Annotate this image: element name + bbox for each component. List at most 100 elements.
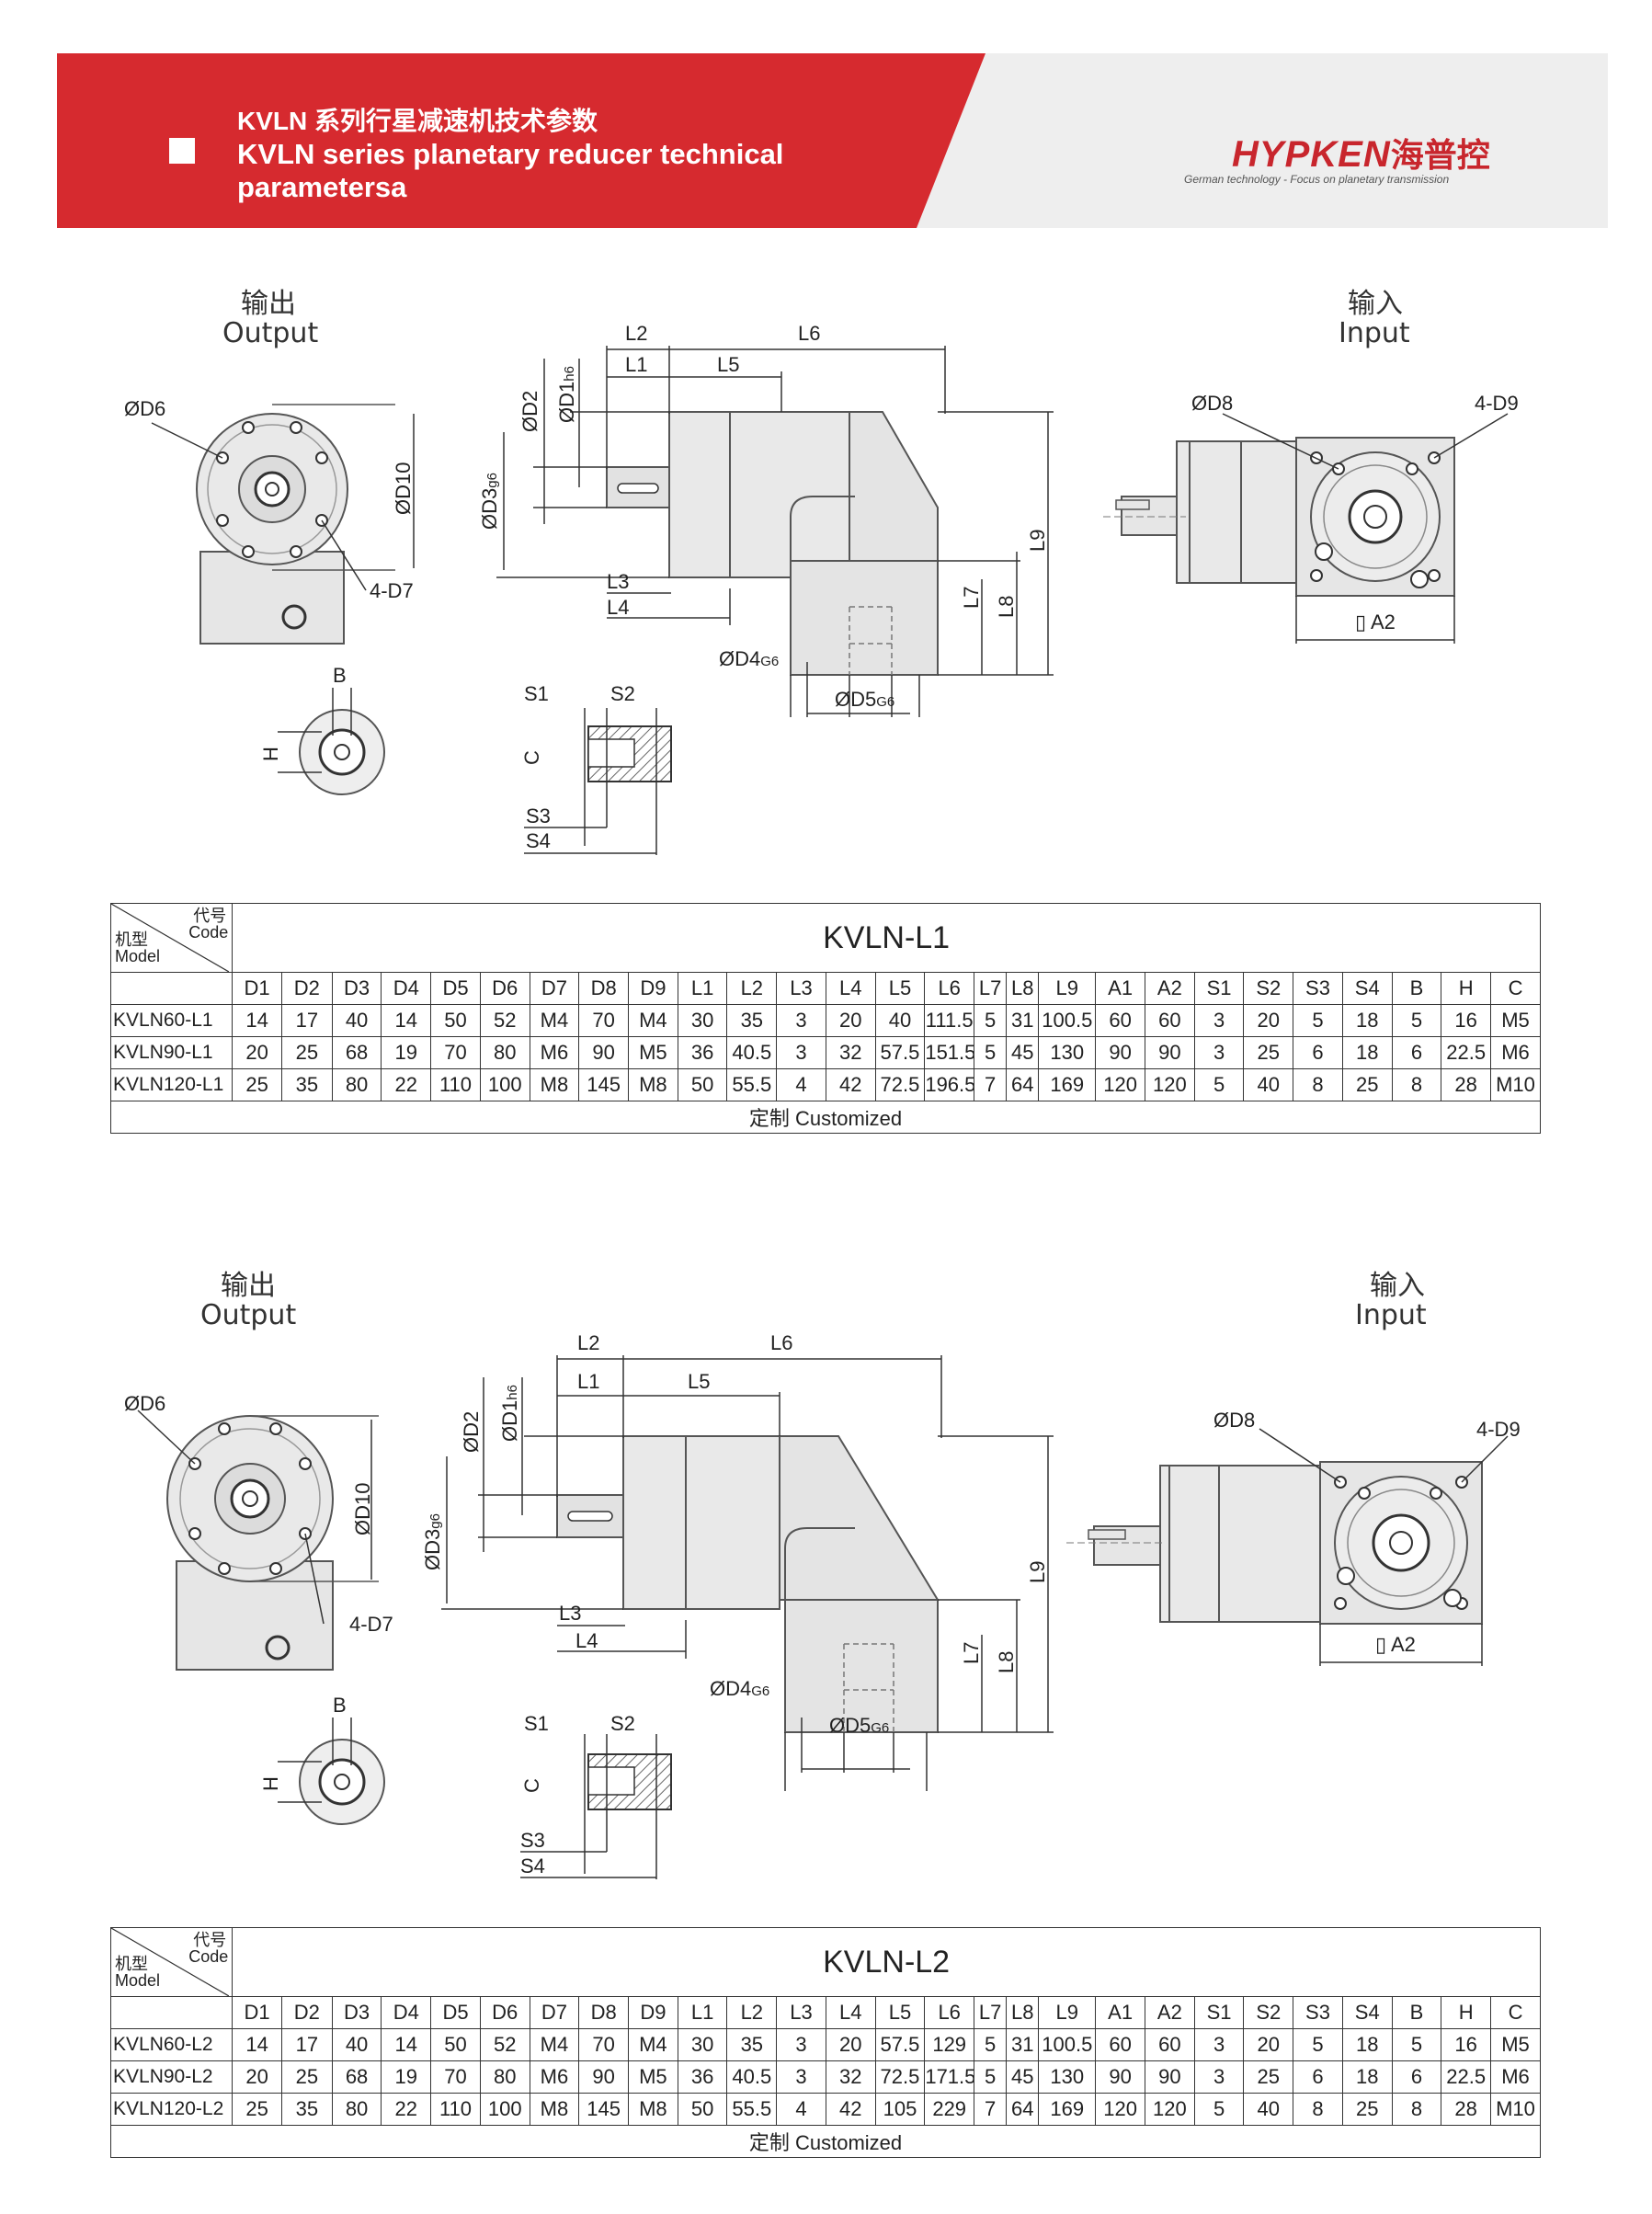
column-header-blank (109, 1996, 234, 2029)
label-d2-2: ØD2 (460, 1411, 483, 1453)
column-header: S4 (1341, 972, 1393, 1005)
table-footer: 定制 Customized (110, 1101, 1541, 1134)
value-cell: 105 (874, 2093, 926, 2126)
value-cell: 28 (1441, 1068, 1492, 1101)
value-cell: 35 (726, 2028, 778, 2061)
corner-diagonal (111, 1928, 229, 1996)
value-cell: M10 (1490, 1068, 1541, 1101)
value-cell: 5 (974, 2028, 1008, 2061)
corner-code-en: Code (188, 923, 229, 942)
title-cn: KVLN 系列行星减速机技术参数 (237, 107, 598, 135)
label-d6-2: ØD6 (124, 1392, 165, 1415)
header-red-band (57, 53, 986, 228)
value-cell: 68 (331, 1036, 382, 1069)
logo-tagline: German technology - Focus on planetary t… (1184, 173, 1450, 186)
value-cell: 3 (1193, 2060, 1245, 2094)
value-cell: 57.5 (874, 2028, 926, 2061)
value-cell: 68 (331, 2060, 382, 2094)
value-cell: 22.5 (1441, 1036, 1492, 1069)
label-b-2: B (333, 1694, 347, 1717)
shaft-end-view (278, 688, 385, 795)
value-cell: 36 (677, 1036, 728, 1069)
label-s3: S3 (526, 805, 551, 827)
value-cell: 35 (726, 1004, 778, 1037)
value-cell: 16 (1441, 1004, 1492, 1037)
value-cell: 90 (1095, 1036, 1145, 1069)
value-cell: M6 (1490, 1036, 1541, 1069)
value-cell: 55.5 (726, 1068, 778, 1101)
column-header: S2 (1243, 972, 1294, 1005)
column-header: D4 (381, 972, 432, 1005)
value-cell: 90 (1095, 2060, 1145, 2094)
input-en-label: Input (1339, 317, 1410, 349)
column-header: D8 (578, 1996, 630, 2029)
value-cell: M8 (529, 1068, 580, 1101)
value-cell: 5 (974, 2060, 1008, 2094)
value-cell: 52 (479, 1004, 530, 1037)
drawing-l2: 输出 Output ØD6 ØD10 4-D7 B H (0, 1258, 1652, 1920)
value-cell: 25 (280, 2060, 333, 2094)
value-cell: 25 (280, 1036, 333, 1069)
value-cell: 6 (1391, 2060, 1442, 2094)
value-cell: 4 (776, 2093, 826, 2126)
value-cell: 20 (1243, 1004, 1294, 1037)
value-cell: 129 (924, 2028, 975, 2061)
column-header-blank (109, 972, 234, 1005)
column-header: L6 (924, 1996, 975, 2029)
value-cell: 6 (1391, 1036, 1442, 1069)
column-header: L2 (726, 972, 778, 1005)
logo-cn: 海普控 (1390, 136, 1490, 174)
value-cell: 22 (381, 2093, 432, 2126)
value-cell: 3 (776, 1036, 826, 1069)
column-header: B (1391, 972, 1442, 1005)
label-d7-2: 4-D7 (349, 1613, 393, 1636)
model-cell: KVLN60-L1 (109, 1004, 234, 1037)
column-header: S3 (1293, 1996, 1343, 2029)
label-b: B (333, 664, 347, 687)
value-cell: 20 (232, 1036, 282, 1069)
value-cell: 30 (677, 1004, 728, 1037)
label-d1: ØD1h6 (555, 366, 578, 423)
value-cell: 45 (1006, 2060, 1040, 2094)
column-header: D7 (529, 972, 580, 1005)
label-l3: L3 (607, 570, 629, 593)
corner-code-cn: 代号 (193, 907, 227, 925)
value-cell: M5 (628, 2060, 678, 2094)
value-cell: 17 (280, 2028, 333, 2061)
value-cell: 25 (232, 2093, 282, 2126)
column-header: L4 (825, 1996, 876, 2029)
value-cell: 80 (479, 2060, 530, 2094)
drawing-l1-svg: 输出 Output ØD6 ØD10 4-D7 B H (124, 288, 1519, 855)
table-title: KVLN-L2 (232, 1927, 1541, 1997)
corner-code-cn: 代号 (193, 1931, 227, 1949)
column-header: D2 (280, 1996, 333, 2029)
value-cell: 40 (1243, 1068, 1294, 1101)
value-cell: 55.5 (726, 2093, 778, 2126)
value-cell: M4 (529, 2028, 580, 2061)
shaft-end-view-2 (278, 1718, 385, 1825)
label-d9-2: 4-D9 (1476, 1418, 1521, 1441)
drawing-l1: 输出 Output ØD6 ØD10 4-D7 B H (0, 276, 1652, 864)
value-cell: 3 (1193, 1036, 1245, 1069)
column-header: D5 (430, 972, 481, 1005)
value-cell: 32 (825, 2060, 876, 2094)
key-section-view-2 (520, 1734, 672, 1879)
value-cell: 100 (479, 2093, 530, 2126)
column-header: D3 (331, 1996, 382, 2029)
value-cell: 42 (825, 2093, 876, 2126)
value-cell: 7 (974, 2093, 1008, 2126)
column-header: D6 (479, 1996, 530, 2029)
model-cell: KVLN60-L2 (109, 2028, 234, 2061)
label-d1-2: ØD1h6 (498, 1385, 521, 1442)
value-cell: 90 (578, 2060, 630, 2094)
header-red-shape (57, 53, 986, 228)
value-cell: M4 (628, 1004, 678, 1037)
value-cell: 130 (1038, 1036, 1097, 1069)
value-cell: 70 (578, 1004, 630, 1037)
value-cell: 52 (479, 2028, 530, 2061)
value-cell: 25 (232, 1068, 282, 1101)
